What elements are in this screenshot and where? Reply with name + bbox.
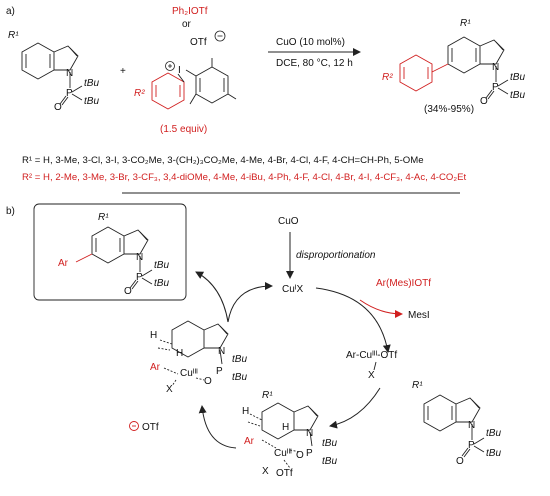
product-tbu: tBu bbox=[510, 72, 525, 83]
yield-range: (34%-95%) bbox=[424, 104, 474, 115]
upper-ar: Ar bbox=[150, 362, 161, 373]
box-o: O bbox=[124, 286, 132, 297]
lower-h2: H bbox=[282, 422, 289, 433]
box-r1: R¹ bbox=[98, 212, 109, 223]
r1-label: R¹ bbox=[8, 30, 19, 41]
substrate-n: N bbox=[468, 420, 475, 431]
mesi-byproduct: MesI bbox=[408, 310, 430, 321]
product-o: O bbox=[480, 96, 488, 107]
condition-solvent: DCE, 80 °C, 12 h bbox=[276, 58, 353, 69]
catalyst-regeneration-arrow bbox=[227, 282, 273, 323]
lower-tbu: tBu bbox=[322, 438, 337, 449]
lower-o: O bbox=[296, 450, 304, 461]
indole-substrate: R¹ N P tBu tBu O bbox=[412, 380, 501, 467]
box-p: P bbox=[136, 272, 143, 283]
reaction-arrow: CuO (10 mol%) DCE, 80 °C, 12 h bbox=[268, 37, 361, 69]
lower-otf: OTf bbox=[276, 468, 293, 479]
upper-p: P bbox=[216, 366, 223, 377]
r1-scope: R¹ = H, 3-Me, 3-Cl, 3-I, 3-CO₂Me, 3-(CH₂… bbox=[22, 155, 424, 166]
n-atom: N bbox=[66, 68, 73, 79]
cuo-label: CuO bbox=[278, 216, 299, 227]
upper-tbu: tBu bbox=[232, 372, 247, 383]
product-tbu: tBu bbox=[510, 90, 525, 101]
triflate-anion: OTf bbox=[142, 422, 159, 433]
upper-o: O bbox=[204, 376, 212, 387]
product-r1: R¹ bbox=[460, 18, 471, 29]
plus-sign: + bbox=[120, 66, 126, 77]
tbu-label: tBu bbox=[84, 96, 99, 107]
upper-cu3: Cuᴵᴵᴵ bbox=[180, 368, 198, 379]
r2-scope: R² = H, 2-Me, 3-Me, 3-Br, 3-CF₃, 3,4-diO… bbox=[22, 172, 466, 183]
lower-p: P bbox=[306, 448, 313, 459]
armes-reagent: Ar(Mes)IOTf bbox=[376, 278, 431, 289]
lower-x: X bbox=[262, 466, 269, 477]
arcu-x: X bbox=[368, 370, 375, 381]
box-ar: Ar bbox=[58, 258, 69, 269]
r2-label: R² bbox=[134, 88, 145, 99]
disproportionation-label: disproportionation bbox=[296, 250, 376, 261]
lower-h: H bbox=[242, 406, 249, 417]
p-atom: P bbox=[66, 88, 73, 99]
lower-ar: Ar bbox=[244, 436, 255, 447]
oxidative-addition-arrow bbox=[315, 287, 391, 353]
reagent-ph2iotf: Ph₂IOTf bbox=[172, 6, 208, 17]
otf-counterion: OTf bbox=[190, 37, 207, 48]
box-n: N bbox=[136, 252, 143, 263]
substrate-o: O bbox=[456, 456, 464, 467]
indole-starting-material: R¹ N P tBu tBu O bbox=[8, 30, 99, 113]
upper-x: X bbox=[166, 384, 173, 395]
box-tbu: tBu bbox=[154, 260, 169, 271]
tbu-label: tBu bbox=[84, 78, 99, 89]
reductive-elimination-arrow bbox=[195, 271, 229, 323]
boxed-product: R¹ Ar N P tBu tBu O bbox=[58, 212, 169, 297]
cu3-intermediate-upper: H H Ar Cuᴵᴵᴵ N P O tBu tBu X bbox=[150, 320, 247, 395]
upper-h2: H bbox=[176, 348, 183, 359]
cui-species: CuᴵX bbox=[282, 284, 303, 295]
lower-r1: R¹ bbox=[262, 390, 273, 401]
panel-b-label: b) bbox=[6, 206, 15, 217]
substrate-tbu: tBu bbox=[486, 428, 501, 439]
lower-tbu: tBu bbox=[322, 456, 337, 467]
upper-n: N bbox=[218, 346, 225, 357]
substrate-p: P bbox=[468, 440, 475, 451]
product-r2: R² bbox=[382, 72, 393, 83]
box-tbu: tBu bbox=[154, 278, 169, 289]
panel-a-label: a) bbox=[6, 6, 15, 17]
lower-n: N bbox=[306, 428, 313, 439]
iodonium-reagent: Ph₂IOTf or OTf I R² (1.5 equiv) bbox=[134, 6, 237, 135]
iodine-atom: I bbox=[178, 65, 181, 76]
mesi-release-arrow bbox=[359, 299, 403, 318]
lower-cu3: Cuᴵᴵᴵ bbox=[274, 448, 292, 459]
reagent-or: or bbox=[182, 19, 192, 30]
arcu-species: Ar-Cuᴵᴵᴵ-OTf bbox=[346, 350, 397, 361]
triflate-loss-arrow bbox=[198, 405, 237, 449]
o-atom: O bbox=[54, 102, 62, 113]
coordination-arrow bbox=[329, 387, 381, 429]
product-box bbox=[33, 203, 187, 301]
cu3-intermediate-lower: R¹ H H Ar Cuᴵᴵᴵ N P O tBu tBu X OTf bbox=[242, 390, 337, 479]
upper-tbu: tBu bbox=[232, 354, 247, 365]
condition-catalyst: CuO (10 mol%) bbox=[276, 37, 345, 48]
product-p: P bbox=[492, 82, 499, 93]
equiv-label: (1.5 equiv) bbox=[160, 124, 207, 135]
substrate-r1: R¹ bbox=[412, 380, 423, 391]
upper-h: H bbox=[150, 330, 157, 341]
substrate-tbu: tBu bbox=[486, 448, 501, 459]
product-n: N bbox=[492, 62, 499, 73]
product-structure: R¹ R² N P tBu tBu O (34%-95%) bbox=[382, 18, 525, 115]
